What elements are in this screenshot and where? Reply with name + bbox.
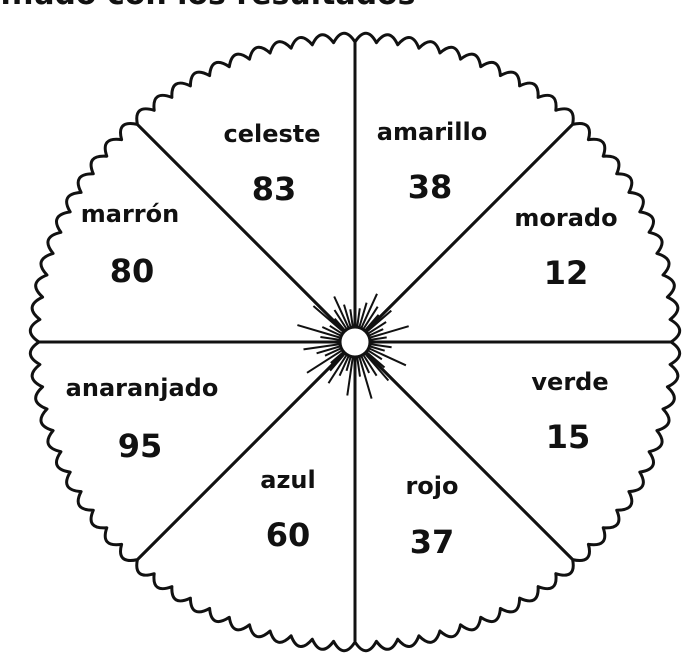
petal-amarillo-label: amarillo bbox=[377, 118, 487, 146]
header-fragment: ...ado con los resultados bbox=[0, 0, 416, 12]
petal-morado-number: 12 bbox=[544, 254, 589, 292]
petal-azul-number: 60 bbox=[266, 516, 311, 554]
petal-marron-label: marrón bbox=[81, 200, 179, 228]
petal-anaranjado-label: anaranjado bbox=[66, 374, 219, 402]
petal-rojo-number: 37 bbox=[410, 523, 455, 561]
petal-morado-label: morado bbox=[514, 204, 617, 232]
petal-marron-number: 80 bbox=[110, 252, 155, 290]
petal-verde-label: verde bbox=[531, 368, 608, 396]
petal-celeste-label: celeste bbox=[223, 120, 320, 148]
petal-anaranjado-number: 95 bbox=[118, 427, 163, 465]
petal-verde-number: 15 bbox=[546, 418, 591, 456]
petal-amarillo-number: 38 bbox=[408, 168, 453, 206]
petal-azul-label: azul bbox=[260, 466, 315, 494]
petal-rojo-label: rojo bbox=[405, 472, 458, 500]
center-circle bbox=[340, 327, 370, 357]
petal-celeste-number: 83 bbox=[252, 170, 297, 208]
